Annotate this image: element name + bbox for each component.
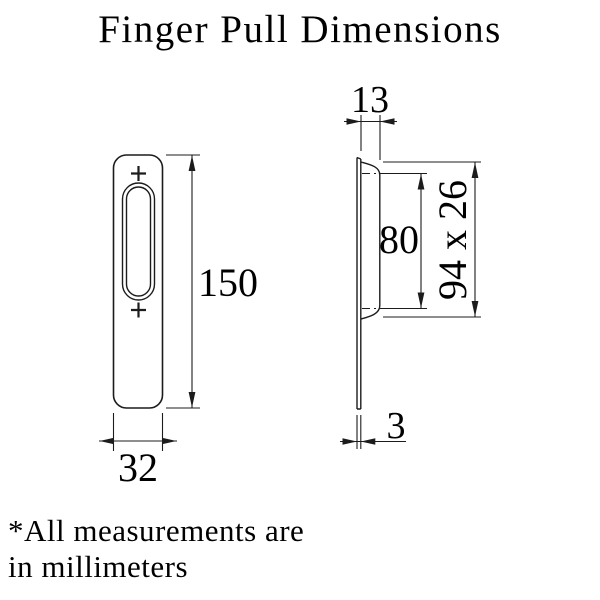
recess-cup-profile [360,161,381,320]
dimension-label-height: 150 [198,260,258,305]
dimension-label-depth: 13 [351,79,389,121]
finger-slot-outer [121,182,156,301]
arrowhead-left [99,437,114,445]
side-view: 13 80 94 x 26 [340,79,481,449]
cross-marker-top [131,166,146,181]
arrowhead-down [188,392,196,408]
dimension-recess-80: 80 [379,172,427,310]
finger-slot-inner [125,186,152,297]
arrowhead-right [346,118,361,125]
arrowhead-up [188,155,196,171]
dimension-label-recess: 80 [379,217,419,262]
arrowhead-up [417,174,425,190]
arrowhead-right [342,438,357,445]
dimension-label-cutout: 94 x 26 [430,180,475,300]
dimension-cutout-94x26: 94 x 26 [383,161,481,318]
dimension-thickness-3: 3 [340,405,406,449]
measurement-note-line2: in millimeters [8,549,189,585]
arrowhead-right [162,437,177,445]
cross-marker-bottom [131,302,146,318]
page-title: Finger Pull Dimensions [98,8,502,51]
arrowhead-left [360,438,376,445]
arrowhead-down [471,301,479,317]
arrowhead-down [417,292,425,308]
dimension-height-150: 150 [166,154,258,409]
pull-body-outline [112,154,164,409]
dimension-width-32: 32 [99,413,177,490]
front-view: 150 32 [99,154,258,490]
faceplate-profile [356,156,362,410]
arrowhead-left [380,118,395,125]
arrowhead-up [471,162,479,178]
measurement-note-line1: *All measurements are [8,513,305,548]
measurement-note: *All measurements are in millimeters [8,513,304,586]
dimension-depth-13: 13 [344,79,397,160]
dimension-label-thickness: 3 [387,405,406,447]
dimension-label-width: 32 [118,445,158,490]
